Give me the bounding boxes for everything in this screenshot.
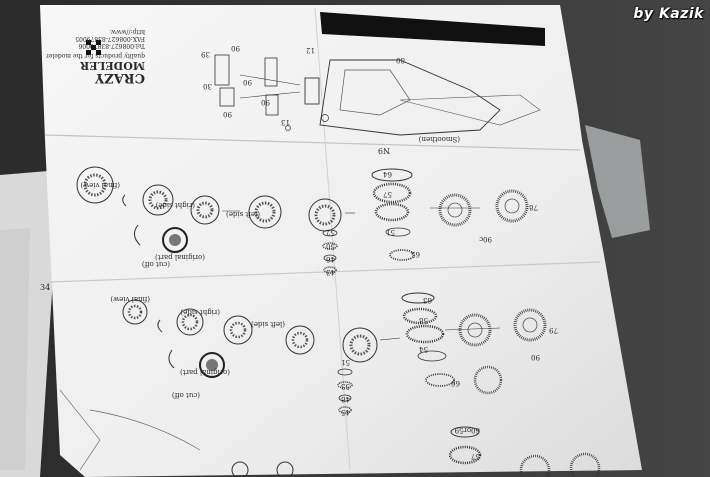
disc [76, 166, 114, 204]
fold-line [44, 134, 581, 151]
section-1-labels: (final view) (right side) (left side) (o… [80, 170, 538, 276]
s2-part-54: 54 [419, 345, 428, 353]
s1-left-side: (left side) [226, 210, 260, 218]
photo-watermark: by Kazik [633, 6, 704, 22]
disc-stack [371, 168, 415, 261]
brand-line-1: CRAZY [94, 70, 145, 85]
section-3-labels: 60or59 57 [455, 426, 480, 460]
s2-part-79: 79 [549, 326, 558, 334]
s1-part-90c: 90c [479, 235, 492, 243]
part-90d: 90 [261, 98, 270, 106]
s1-part-64: 64 [383, 170, 392, 178]
disc-original-part [162, 227, 188, 253]
small-stack [337, 368, 353, 414]
s2-cut-off: (cut off) [172, 391, 200, 399]
s3-part-57: 57 [471, 452, 480, 460]
disc [223, 315, 253, 345]
s2-part-63: 63 [423, 296, 432, 304]
section-2-diagram [122, 292, 547, 414]
s1-cut-off: (cut off) [142, 260, 170, 268]
top-diagram [214, 54, 541, 136]
under-sheet-shadow [0, 228, 30, 470]
header-text-group: CRAZY MODELER quality products for the m… [46, 28, 145, 85]
disc-original-part [199, 352, 225, 378]
disc-66 [473, 365, 503, 395]
small-stack [322, 229, 338, 274]
part-39: 39 [201, 50, 210, 58]
s2-part-48: 48 [341, 395, 350, 403]
top-diagram-labels: 39 90 90 30 90 90 13 N9 12 80 (Smoothen) [201, 44, 460, 155]
disc-78 [495, 189, 529, 223]
s2-part-51: 51 [341, 358, 350, 366]
s2-part-90: 90 [531, 353, 540, 361]
smoothen-caption: (Smoothen) [418, 135, 460, 143]
s1-part-51: 51 [386, 228, 395, 236]
s1-part-43: 43 [326, 268, 335, 276]
s1-part-50: 50 [326, 242, 335, 250]
s1-part-52: 52 [326, 228, 335, 236]
part-13: 13 [281, 118, 290, 126]
s1-part-57: 57 [383, 190, 392, 198]
brand-logo [86, 40, 101, 55]
brand-line-2: MODELER [79, 59, 145, 72]
section-2-labels: (final view) (right side) (left side) (o… [110, 295, 558, 416]
part-30: 30 [203, 82, 212, 90]
disc [190, 195, 220, 225]
fold-line [314, 7, 351, 471]
s1-part-46: 46 [326, 255, 335, 263]
disc-78b [438, 193, 472, 227]
part-12: 12 [306, 46, 315, 54]
s2-right-side: (right side) [180, 308, 220, 316]
part-N9: N9 [378, 146, 390, 155]
s1-original-part: (original part) [155, 253, 205, 261]
s1-part-78: 78 [529, 203, 538, 211]
contact-line-2: FAX:008627-83879005 [75, 35, 145, 42]
s2-part-53: 53 [341, 382, 350, 390]
contact-line-1: Tel:008627-83879006 [78, 42, 145, 49]
part-90c: 90 [223, 110, 232, 118]
s2-original-part: (original part) [180, 368, 230, 376]
s2-part-66: 66 [451, 379, 460, 387]
disc [122, 299, 148, 325]
disc-79 [513, 308, 547, 342]
part-80: 80 [396, 56, 405, 64]
part-90a: 90 [231, 44, 240, 52]
brand-tagline: quality products for the modeler [46, 52, 145, 59]
part-90b: 90 [243, 78, 252, 86]
section-1-diagram [76, 166, 529, 274]
contact-line-3: http://www. [110, 28, 145, 35]
s2-part-45: 45 [341, 408, 350, 416]
disc-stack [401, 292, 455, 387]
header-black-bar [320, 12, 545, 46]
s2-left-side: (left side) [251, 320, 285, 328]
under-sheet-part-34: 34 [40, 283, 50, 292]
disc [342, 327, 378, 363]
disc [248, 195, 282, 229]
disc [142, 184, 174, 216]
fold-line [49, 261, 601, 283]
s1-final-view: (final view) [80, 181, 120, 189]
disc-79b [458, 313, 492, 347]
s1-part-65: 65 [411, 250, 420, 258]
s2-part-58: 58 [419, 316, 428, 324]
s3-part-60or59: 60or59 [455, 426, 480, 434]
s2-final-view: (final view) [110, 295, 150, 303]
s1-right-side: (right side) [155, 201, 195, 209]
disc [285, 325, 315, 355]
section-3-diagram [59, 389, 601, 477]
plastic-sheet [585, 125, 650, 238]
disc [176, 308, 204, 336]
